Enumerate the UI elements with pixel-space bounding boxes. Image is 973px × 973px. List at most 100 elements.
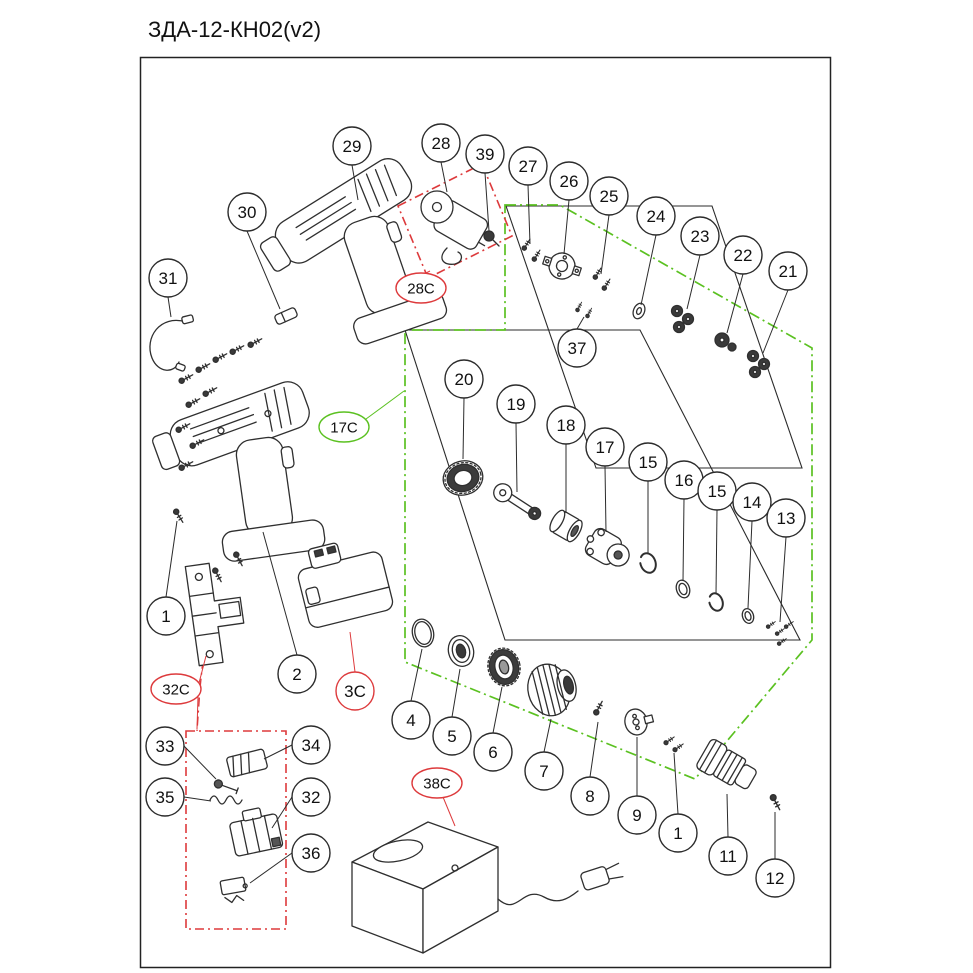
clutch-housing — [527, 663, 577, 717]
contact-pin — [213, 779, 239, 795]
leader-line-27 — [527, 184, 531, 245]
leader-line-23 — [686, 254, 701, 310]
screw — [765, 619, 777, 630]
balloon-11-35: 11 — [708, 836, 748, 876]
balloon-26-4: 26 — [549, 161, 589, 201]
balloon-17C-14: 17C — [318, 411, 370, 443]
svg-text:32C: 32C — [162, 681, 190, 698]
balloon-5-29: 5 — [432, 716, 472, 756]
leader-line-36 — [249, 852, 293, 884]
leader-line-30 — [246, 230, 281, 310]
thrust-washer — [741, 608, 755, 624]
leader-line-25 — [600, 214, 610, 275]
leader-line-13 — [779, 536, 787, 623]
svg-text:17: 17 — [596, 438, 615, 457]
svg-text:19: 19 — [507, 395, 526, 414]
spring — [209, 795, 243, 805]
motor-end-bracket — [542, 252, 582, 280]
svg-text:16: 16 — [675, 471, 694, 490]
leader-line-34 — [263, 744, 293, 760]
svg-text:22: 22 — [734, 246, 753, 265]
balloon-31-11: 31 — [148, 258, 188, 298]
ring-gear — [442, 460, 484, 496]
page-title: ЗДА-12-КН02(v2) — [148, 17, 321, 42]
svg-text:6: 6 — [488, 743, 497, 762]
leader-line-32 — [271, 796, 293, 829]
leader-line-17 — [604, 465, 607, 533]
leader-line-38C — [442, 796, 456, 827]
screw — [228, 342, 246, 356]
svg-text:8: 8 — [585, 787, 594, 806]
leader-line-1 — [673, 752, 679, 815]
charger-cable — [497, 890, 579, 906]
svg-text:37: 37 — [568, 339, 587, 358]
balloon-15-21: 15 — [697, 471, 737, 511]
svg-text:29: 29 — [343, 137, 362, 156]
leader-line-15 — [715, 509, 718, 595]
svg-text:18: 18 — [557, 416, 576, 435]
balloon-9-33: 9 — [617, 795, 657, 835]
gear-set-first-stage — [670, 304, 695, 334]
gear-set-second-stage — [746, 349, 771, 379]
screw — [776, 636, 788, 647]
balloon-32C-27: 32C — [150, 673, 202, 705]
svg-text:20: 20 — [455, 370, 474, 389]
leader-line-4 — [410, 648, 423, 702]
balloon-14-22: 14 — [732, 482, 772, 522]
balloon-34-39: 34 — [291, 725, 331, 765]
leader-line-2 — [262, 531, 298, 656]
leader-line-3C — [349, 631, 356, 673]
battery-pack — [297, 542, 394, 628]
motor-pinion — [483, 230, 500, 247]
svg-text:17C: 17C — [330, 419, 358, 436]
leader-line-33 — [183, 745, 217, 780]
balloon-16-20: 16 — [664, 460, 704, 500]
svg-text:12: 12 — [766, 869, 785, 888]
washer — [632, 302, 646, 320]
screw — [671, 741, 685, 754]
screw — [783, 619, 795, 630]
balloon-32-41: 32 — [291, 777, 331, 817]
svg-text:13: 13 — [777, 509, 796, 528]
leader-line-24 — [640, 234, 657, 306]
svg-text:24: 24 — [647, 207, 666, 226]
balloon-13-23: 13 — [766, 498, 806, 538]
balloon-36-42: 36 — [291, 833, 331, 873]
svg-text:26: 26 — [560, 172, 579, 191]
svg-text:33: 33 — [156, 737, 175, 756]
balloon-7-31: 7 — [524, 751, 564, 791]
balloon-27-3: 27 — [508, 146, 548, 186]
screw — [201, 384, 219, 398]
svg-text:15: 15 — [708, 482, 727, 501]
balloon-17-18: 17 — [585, 427, 625, 467]
leader-line-32C — [196, 695, 199, 730]
screw — [194, 360, 212, 374]
svg-text:4: 4 — [406, 711, 415, 730]
contact-block — [219, 876, 248, 904]
screw — [177, 371, 195, 385]
trigger-button — [226, 748, 268, 778]
switch-body — [229, 807, 284, 857]
balloon-28C-12: 28C — [395, 272, 447, 304]
retaining-clip — [639, 552, 657, 574]
balloon-25-5: 25 — [589, 176, 629, 216]
leader-line-32C — [198, 655, 207, 684]
balloon-28-1: 28 — [421, 123, 461, 163]
drill-housing-left — [151, 381, 326, 562]
switch-assembly — [184, 562, 245, 667]
leader-line-29 — [351, 164, 359, 201]
screw — [246, 335, 264, 349]
planet-carrier — [584, 527, 630, 567]
svg-text:30: 30 — [238, 203, 257, 222]
balloon-23-7: 23 — [680, 216, 720, 256]
spindle-sleeve — [549, 509, 583, 543]
balloon-18-17: 18 — [546, 405, 586, 445]
svg-text:34: 34 — [302, 736, 321, 755]
o-ring — [411, 618, 435, 648]
leader-line-20 — [462, 397, 465, 460]
output-shaft — [493, 483, 542, 521]
screw — [774, 626, 786, 637]
svg-text:1: 1 — [161, 607, 170, 626]
drill-housing-upper — [259, 158, 448, 345]
leader-line-17C — [365, 390, 405, 420]
